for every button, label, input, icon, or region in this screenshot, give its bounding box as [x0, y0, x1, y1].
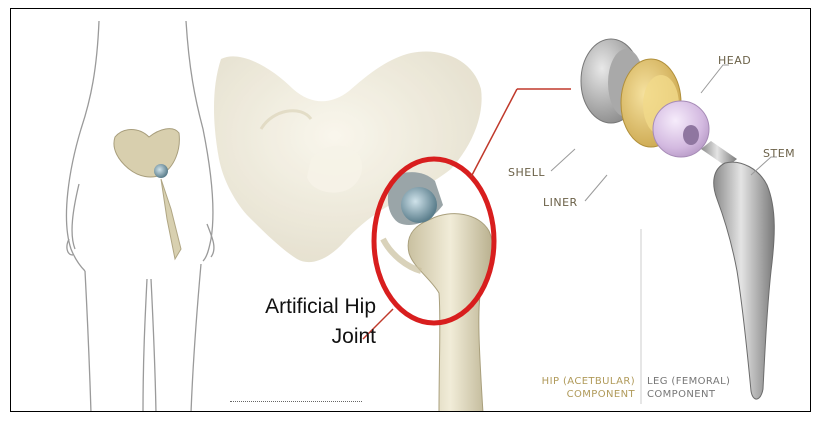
- small-pelvis-icon: [114, 129, 181, 259]
- hip-illustration: [11, 9, 811, 412]
- head-pointer: [701, 65, 729, 93]
- femoral-stem-icon: [701, 141, 774, 399]
- dotted-box-edge: [230, 401, 362, 402]
- label-stem: STEM: [763, 147, 795, 160]
- hip-component-caption: HIP (ACETBULAR) COMPONENT: [521, 375, 635, 401]
- label-liner: LINER: [543, 196, 578, 209]
- caption-line-1: Artificial Hip: [216, 292, 376, 322]
- caption: Artificial Hip Joint: [216, 292, 376, 352]
- shell-pointer: [551, 149, 575, 171]
- femur-bone-icon: [408, 214, 493, 412]
- hip-component-line-2: COMPONENT: [521, 388, 635, 401]
- leg-component-caption: LEG (FEMORAL) COMPONENT: [647, 375, 767, 401]
- label-shell: SHELL: [508, 166, 545, 179]
- femoral-head-icon: [653, 101, 709, 157]
- leg-component-line-2: COMPONENT: [647, 388, 767, 401]
- label-head: HEAD: [718, 54, 751, 67]
- liner-pointer: [585, 175, 607, 201]
- figure-frame: Artificial Hip Joint HEAD STEM SHELL LIN…: [10, 8, 811, 412]
- leg-component-line-1: LEG (FEMORAL): [647, 375, 767, 388]
- caption-line-2: Joint: [216, 322, 376, 352]
- body-outline-icon: [66, 21, 213, 412]
- hip-component-line-1: HIP (ACETBULAR): [521, 375, 635, 388]
